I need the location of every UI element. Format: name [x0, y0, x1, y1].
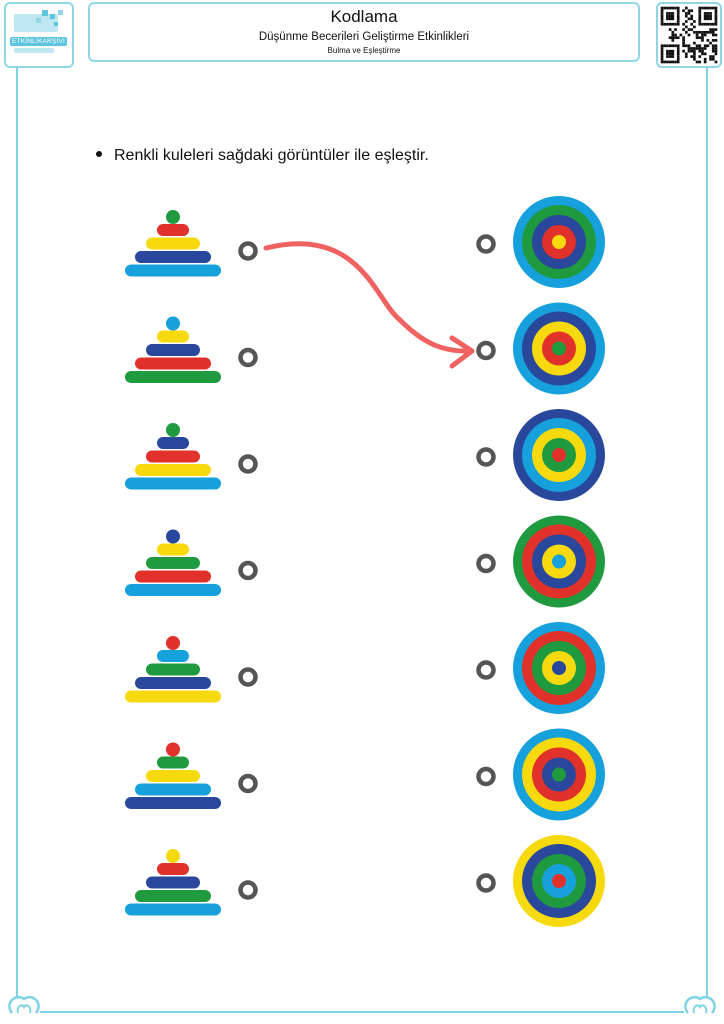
tower-ring	[125, 690, 221, 703]
logo-text: ETKİNLİKARŞİVİ	[10, 37, 68, 46]
tower-ring	[157, 330, 189, 343]
target-ring	[552, 448, 566, 462]
frame-right-line	[706, 68, 708, 998]
logo: ETKİNLİKARŞİVİ	[4, 2, 74, 68]
tower-ball	[166, 849, 180, 863]
page-subsubtitle: Bulma ve Eşleştirme	[327, 46, 401, 55]
qr-code[interactable]	[656, 2, 722, 68]
instruction-text: Renkli kuleleri sağdaki görüntüler ile e…	[114, 147, 429, 164]
target	[476, 409, 605, 501]
tower-ring	[135, 251, 211, 263]
target-connect-dot[interactable]	[476, 660, 496, 680]
logo-graphic	[14, 10, 63, 53]
tower-ring	[125, 797, 221, 809]
tower-ring	[125, 371, 221, 383]
tower-ball	[166, 742, 180, 757]
tower-ring	[157, 756, 189, 769]
bullet-icon	[96, 150, 102, 157]
tower-connect-dot[interactable]	[238, 241, 258, 261]
tower-ring	[125, 477, 221, 490]
target-connect-dot[interactable]	[476, 873, 496, 893]
tower	[125, 316, 258, 383]
tower-ring	[146, 663, 200, 676]
frame-bottom-line	[40, 1011, 684, 1013]
tower-connect-dot[interactable]	[238, 667, 258, 687]
target-ring	[552, 554, 566, 569]
frame-left-line	[16, 68, 18, 998]
target-ring	[552, 341, 566, 356]
target-connect-dot[interactable]	[476, 340, 496, 361]
tower-ring	[125, 584, 221, 596]
target-connect-dot[interactable]	[476, 234, 496, 254]
tower-ring	[135, 464, 211, 476]
tower	[125, 210, 258, 277]
tower-ring	[157, 543, 189, 556]
page-subtitle: Düşünme Becerileri Geliştirme Etkinlikle…	[258, 31, 470, 43]
header: Kodlama Düşünme Becerileri Geliştirme Et…	[88, 2, 640, 62]
tower-connect-dot[interactable]	[238, 454, 258, 474]
tower	[125, 529, 258, 596]
tower-ball	[166, 529, 180, 544]
tower-ring	[135, 357, 211, 370]
tower-ring	[157, 437, 189, 449]
target	[476, 302, 605, 395]
tower-ring	[135, 783, 211, 796]
towers	[125, 210, 258, 916]
tower-ring	[125, 264, 221, 277]
example-arrowhead	[449, 335, 475, 369]
target-ring	[552, 767, 566, 782]
target	[476, 622, 605, 714]
tower-ball	[166, 636, 180, 650]
tower-ring	[146, 770, 200, 782]
target-connect-dot[interactable]	[476, 447, 496, 467]
tower-ring	[157, 863, 189, 875]
target-connect-dot[interactable]	[476, 766, 496, 787]
tower-ring	[135, 890, 211, 902]
corner-swirl-icon	[684, 996, 716, 1014]
qr-code-icon	[660, 6, 718, 64]
tower-connect-dot[interactable]	[238, 560, 258, 581]
tower-ring	[146, 450, 200, 463]
corner-swirl-icon	[8, 996, 40, 1014]
targets	[476, 196, 605, 927]
tower-connect-dot[interactable]	[238, 773, 258, 794]
tower-ring	[125, 903, 221, 916]
tower-ring	[135, 677, 211, 689]
instruction: Renkli kuleleri sağdaki görüntüler ile e…	[96, 147, 429, 165]
target-ring	[552, 235, 566, 249]
tower-ring	[157, 650, 189, 662]
tower-ball	[166, 210, 180, 224]
corner-decorations	[8, 996, 716, 1014]
example-arrow	[263, 241, 473, 354]
target-ring	[552, 661, 566, 675]
tower-ring	[157, 224, 189, 236]
target	[476, 835, 605, 927]
tower-ring	[146, 237, 200, 250]
tower	[125, 849, 258, 916]
target-ring	[552, 874, 566, 888]
tower-ball	[166, 316, 180, 331]
tower-ring	[146, 344, 200, 356]
tower-connect-dot[interactable]	[238, 880, 258, 900]
tower-connect-dot[interactable]	[238, 347, 258, 368]
tower-ring	[146, 876, 200, 889]
target	[476, 728, 605, 821]
tower-ring	[135, 570, 211, 583]
target	[476, 515, 605, 608]
target	[476, 196, 605, 288]
tower-ball	[166, 423, 180, 437]
target-connect-dot[interactable]	[476, 553, 496, 574]
tower	[125, 636, 258, 703]
tower	[125, 423, 258, 490]
page-title: Kodlama	[330, 7, 398, 26]
tower	[125, 742, 258, 809]
tower-ring	[146, 557, 200, 569]
